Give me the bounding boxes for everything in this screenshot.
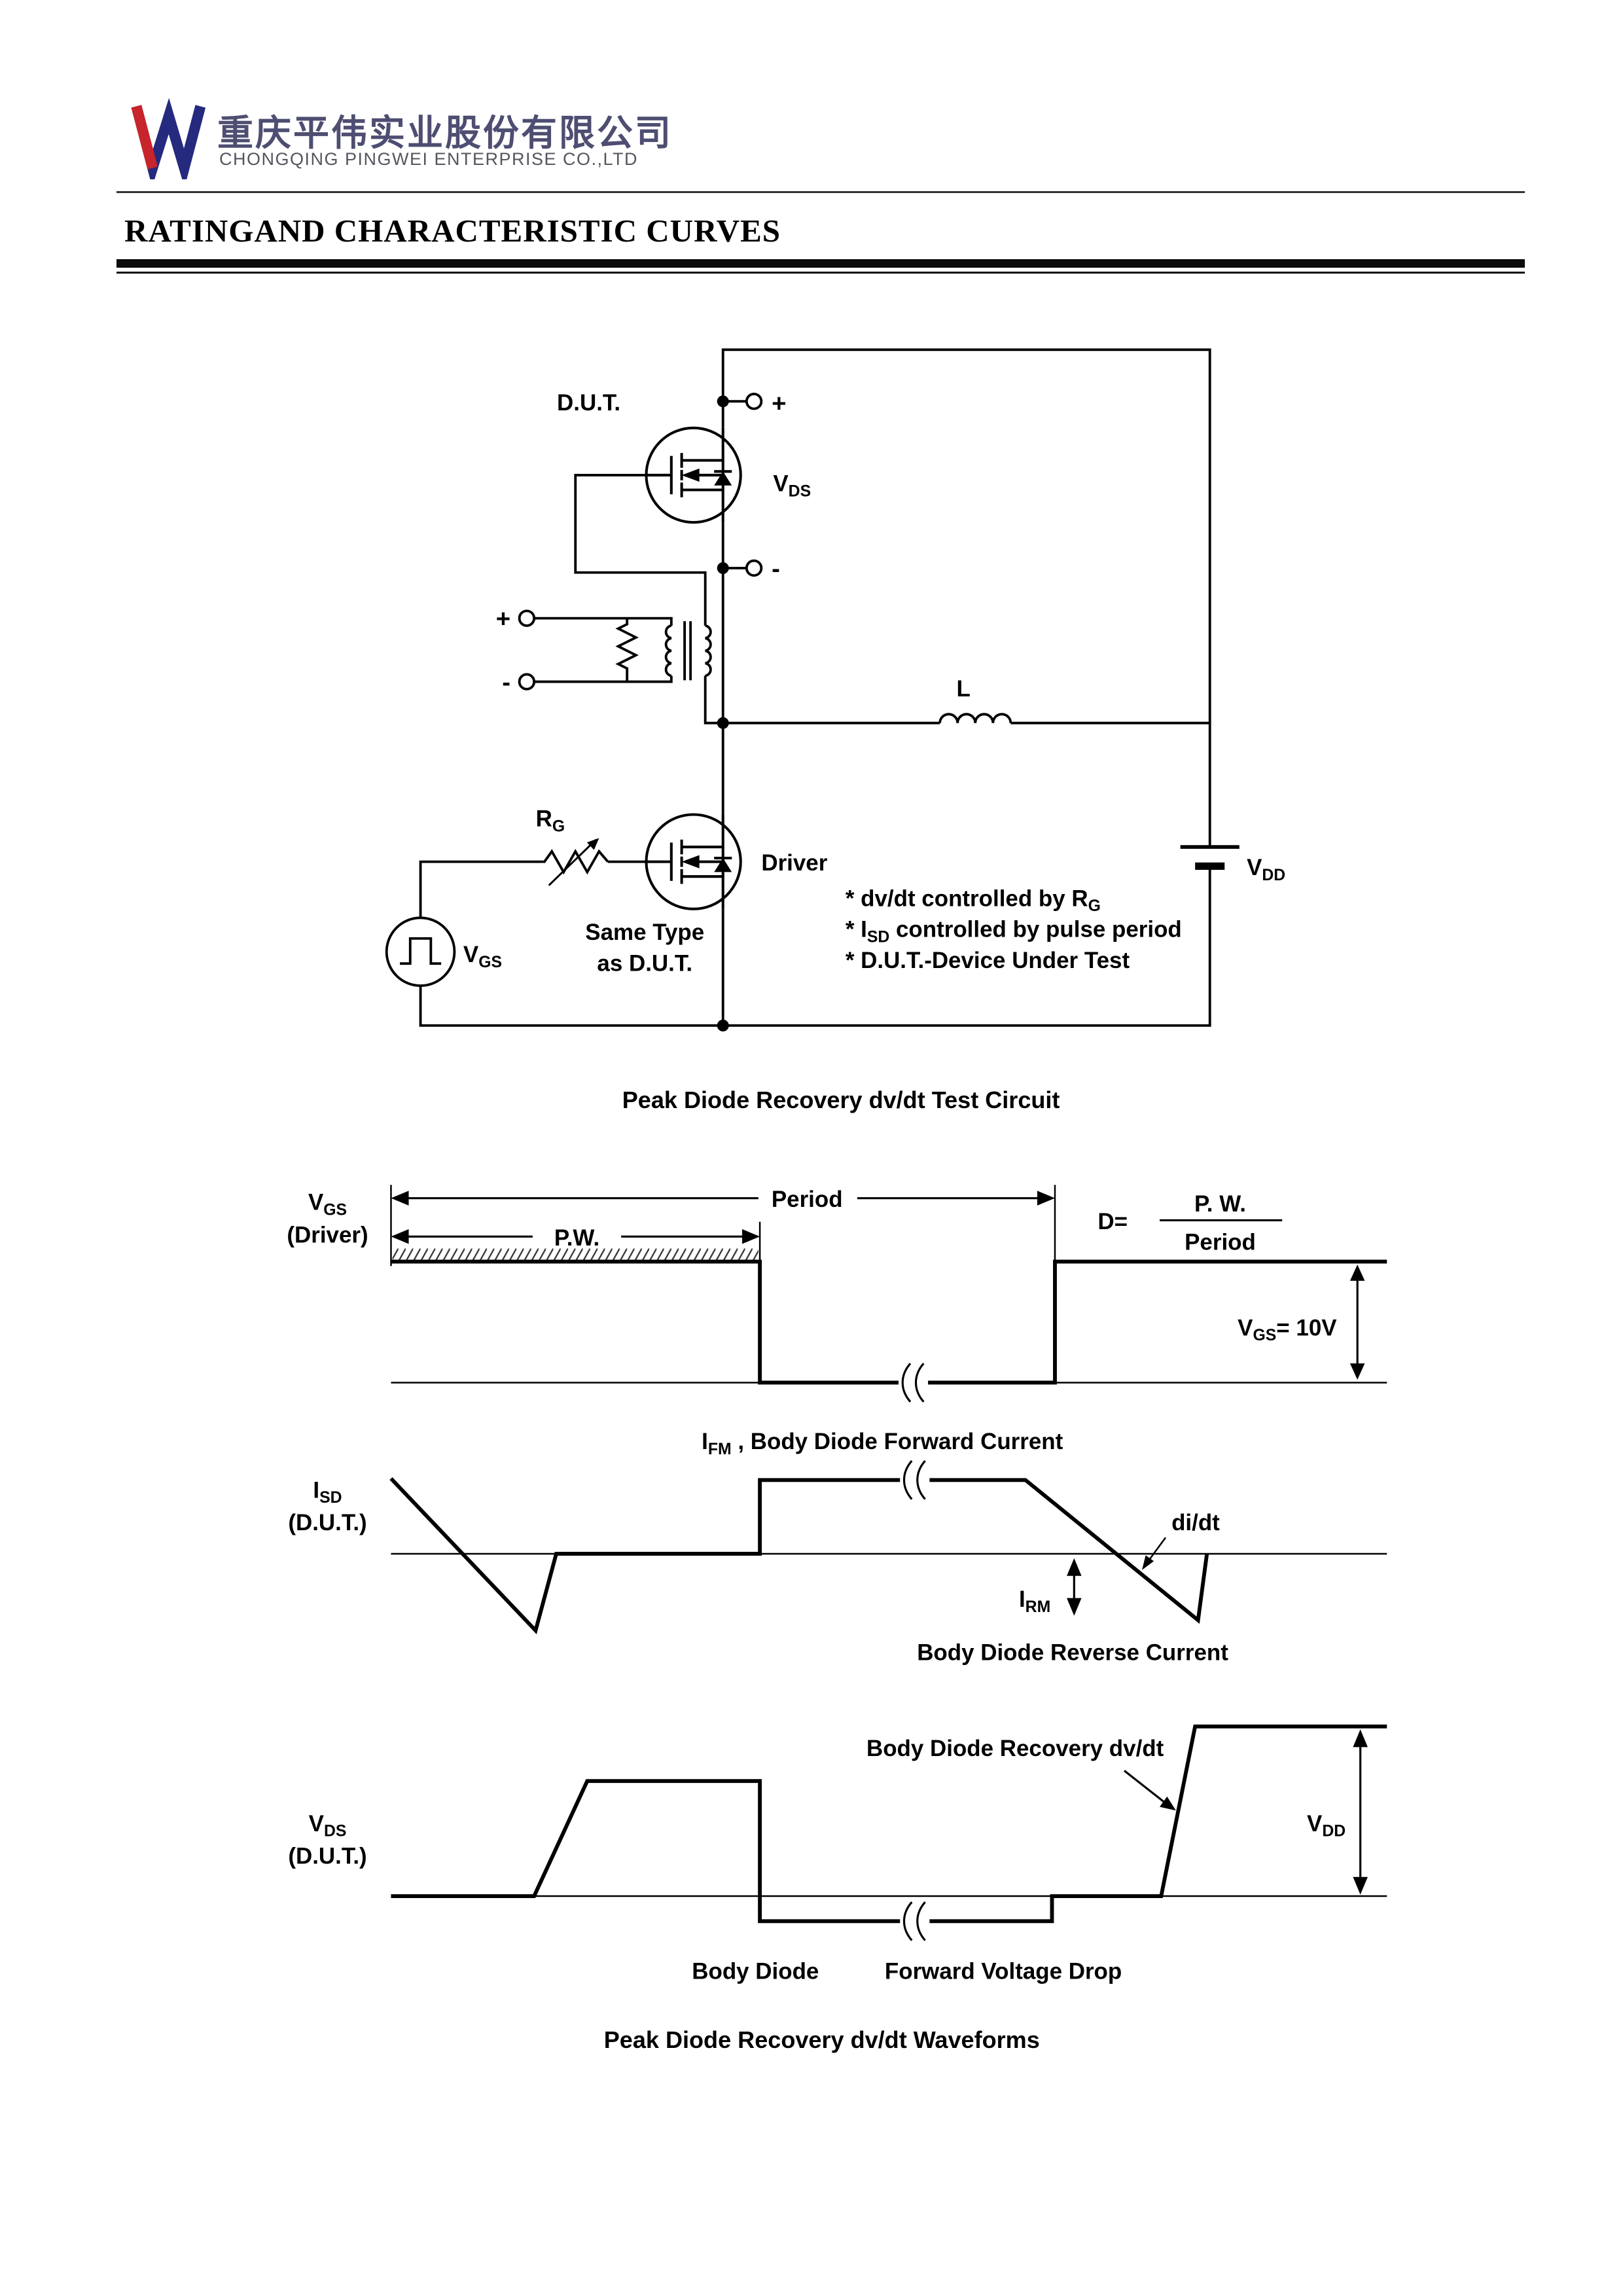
driver-label: Driver	[761, 850, 827, 876]
wire-primary-top	[534, 617, 673, 626]
arrowhead	[742, 1229, 760, 1244]
arrowhead	[1353, 1729, 1368, 1748]
arrowhead	[1067, 1558, 1082, 1576]
transformer-primary-coil	[664, 624, 672, 677]
circuit-note-2: * ISD controlled by pulse period	[846, 917, 1182, 946]
ifm-label: IFM , Body Diode Forward Current	[702, 1429, 1063, 1458]
vds-label: VDS	[773, 471, 811, 501]
arrowhead	[391, 1229, 409, 1244]
junction-dot	[717, 717, 729, 729]
wire-primary-bottom	[534, 675, 673, 683]
duty-formula-denominator: Period	[1185, 1230, 1256, 1255]
arrowhead	[391, 1191, 409, 1206]
dut-mosfet-symbol	[646, 428, 740, 522]
junction-dot	[717, 562, 729, 574]
header-rule	[116, 191, 1525, 193]
didt-label: di/dt	[1171, 1510, 1220, 1535]
fwd-drop-label: Forward Voltage Drop	[885, 1958, 1122, 1984]
same-type-line1: Same Type	[585, 920, 704, 945]
pulse-minus-label: -	[502, 668, 510, 696]
terminal-dut-plus	[745, 393, 763, 410]
vdd-label: VDD	[1247, 855, 1285, 884]
same-type-line2: as D.U.T.	[597, 950, 692, 976]
company-name-en: CHONGQING PINGWEI ENTERPRISE CO.,LTD	[219, 149, 639, 169]
wire-top-rail	[721, 348, 1211, 848]
pw-label: P.W.	[554, 1225, 599, 1251]
arrowhead	[1349, 1363, 1365, 1380]
dut-plus-label: +	[772, 389, 786, 418]
irm-label: IRM	[1019, 1587, 1050, 1616]
vgs-pulse-glyph	[399, 937, 442, 965]
rg-arrow-line	[548, 838, 597, 886]
junction-dot	[717, 395, 729, 408]
recovery-label: Body Diode Recovery dv/dt	[866, 1736, 1164, 1761]
input-resistor	[615, 618, 639, 682]
terminal-pulse-plus	[518, 609, 536, 627]
company-logo	[131, 98, 206, 179]
recovery-pointer	[1123, 1770, 1167, 1804]
wire-rg-to-vgs	[419, 860, 543, 918]
vgs-level-label: VGS= 10V	[1238, 1315, 1337, 1344]
period-label: Period	[772, 1187, 843, 1212]
vgs-label: VGS	[463, 942, 502, 971]
isd-axis-label: ISD	[313, 1477, 342, 1507]
vds-axis-label: VDS	[309, 1811, 347, 1840]
vgs-axis-label: VGS	[308, 1190, 347, 1219]
circuit-note-3: * D.U.T.-Device Under Test	[846, 948, 1130, 973]
test-circuit-diagram: D.U.T. + VDS - + - L RG Driver Same Type…	[385, 348, 1285, 1113]
vgs-axis-sublabel: (Driver)	[287, 1222, 368, 1247]
rg-label: RG	[536, 806, 565, 836]
vdd-level-label: VDD	[1307, 1811, 1346, 1840]
inductor-coil	[938, 713, 1012, 723]
axis-break	[899, 1901, 931, 1942]
arrowhead	[1160, 1796, 1176, 1811]
vgs-pulse-source	[385, 916, 456, 987]
driver-mosfet-symbol	[646, 814, 740, 908]
arrowhead	[1067, 1598, 1082, 1616]
page-title: RATINGAND CHARACTERISTIC CURVES	[124, 213, 781, 249]
rg-arrow-head	[586, 838, 599, 850]
inductor-label: L	[957, 676, 971, 702]
arrowhead	[1142, 1555, 1154, 1570]
reverse-current-label: Body Diode Reverse Current	[917, 1640, 1228, 1665]
dut-label: D.U.T.	[557, 390, 620, 416]
arrowhead	[1353, 1876, 1368, 1895]
circuit-note-1: * dv/dt controlled by RG	[846, 886, 1101, 915]
isd-axis-sublabel: (D.U.T.)	[288, 1510, 366, 1535]
wire-secondary-bottom	[704, 675, 723, 725]
duty-formula-d: D=	[1097, 1209, 1128, 1234]
circuit-caption: Peak Diode Recovery dv/dt Test Circuit	[622, 1086, 1060, 1113]
duty-formula-numerator: P. W.	[1194, 1191, 1246, 1217]
pulse-plus-label: +	[496, 605, 510, 633]
transformer-secondary-coil	[705, 624, 712, 677]
arrowhead	[1037, 1191, 1055, 1206]
axis-break	[899, 1460, 931, 1501]
terminal-dut-minus	[745, 559, 763, 577]
title-rule-thick	[116, 259, 1525, 268]
vgs-hatch	[392, 1248, 758, 1262]
waveform-diagram: VGS (Driver) Period P.W. D= P. W. Period…	[287, 1185, 1387, 2053]
arrowhead	[1349, 1265, 1365, 1281]
body-diode-label: Body Diode	[692, 1958, 819, 1984]
terminal-pulse-minus	[518, 673, 536, 691]
rg-resistor	[543, 848, 609, 875]
logo-red-stroke	[131, 105, 158, 170]
isd-waveform	[389, 1477, 1209, 1635]
wire-bottom-rail	[419, 866, 1211, 1027]
dut-minus-label: -	[772, 555, 780, 583]
vds-axis-sublabel: (D.U.T.)	[288, 1843, 366, 1869]
waveforms-caption: Peak Diode Recovery dv/dt Waveforms	[604, 2026, 1040, 2053]
title-rule-thin	[116, 272, 1525, 274]
company-name-cn: 重庆平伟实业股份有限公司	[217, 112, 673, 154]
axis-break	[897, 1362, 929, 1403]
wire-gate-drive	[574, 474, 707, 626]
junction-dot	[717, 1019, 729, 1031]
